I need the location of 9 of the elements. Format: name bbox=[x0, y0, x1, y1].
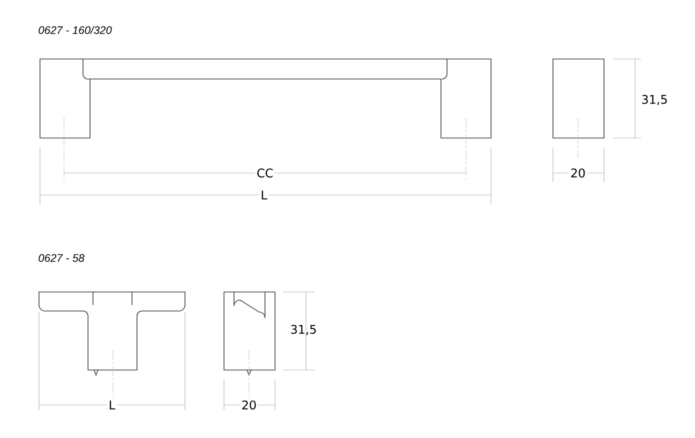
dimension-label: 20 bbox=[240, 398, 258, 411]
title: 0627 - 160/320 bbox=[38, 26, 112, 34]
dimension-label: 31,5 bbox=[291, 324, 316, 336]
title: 0627 - 58 bbox=[38, 254, 84, 262]
dimension-label: 20 bbox=[568, 166, 588, 180]
dimension-label: CC bbox=[255, 166, 275, 180]
dimension-label: L bbox=[259, 189, 269, 201]
dimension-label: L bbox=[107, 399, 117, 411]
dimension-label: 31,5 bbox=[642, 94, 667, 106]
